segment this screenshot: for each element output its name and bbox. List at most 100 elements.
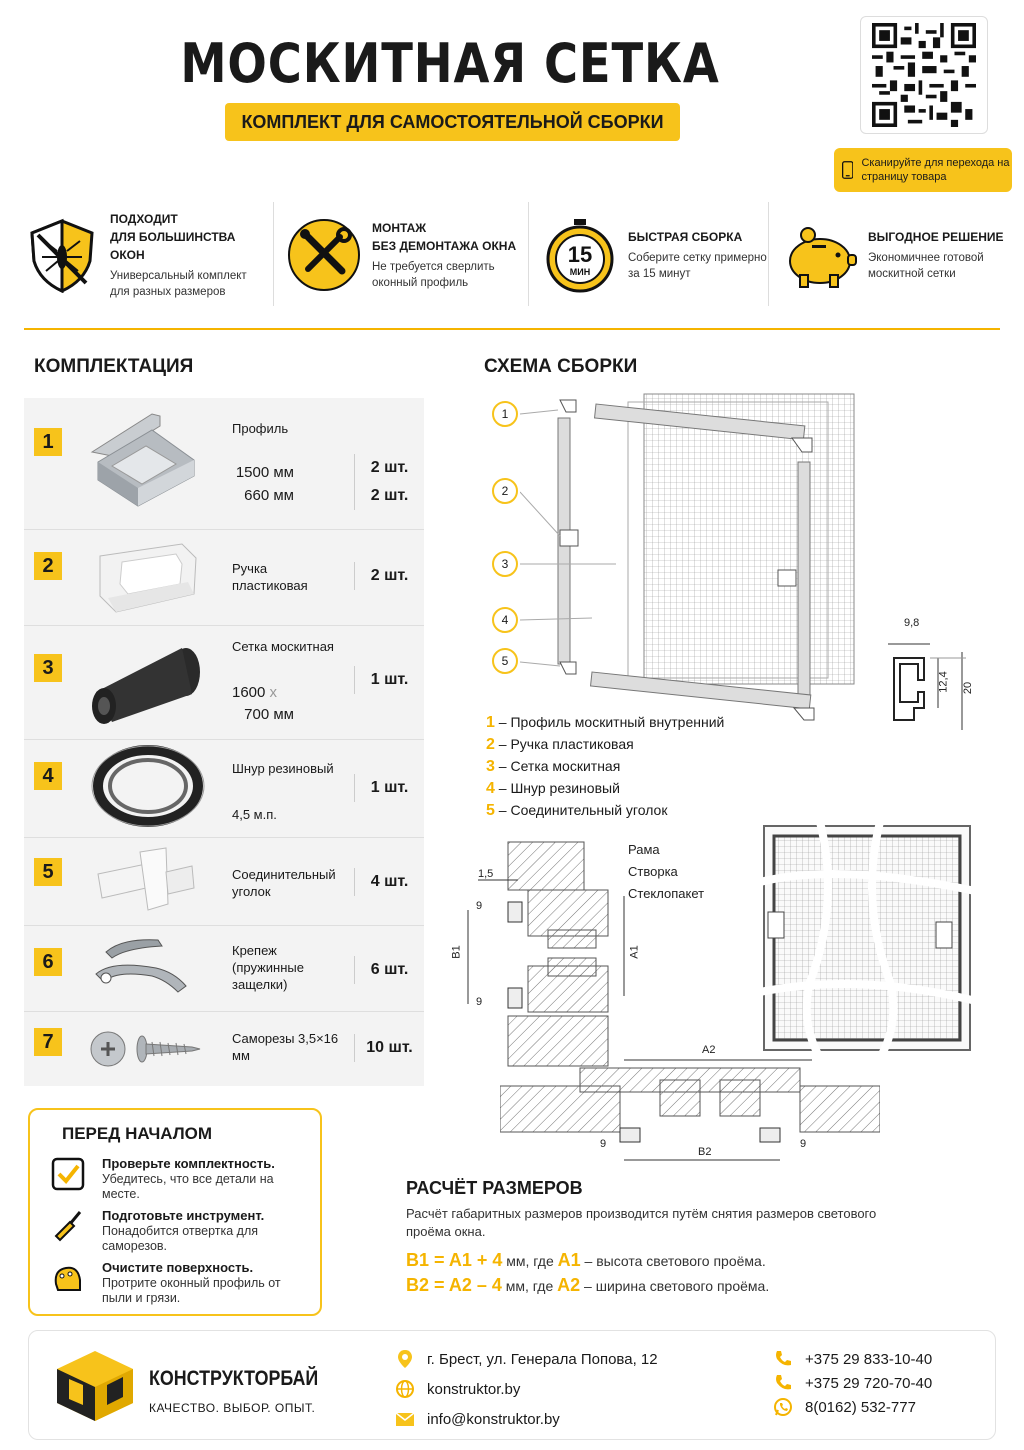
dim-label: B1 [450, 945, 463, 959]
feature-desc: москитной сетки [868, 268, 956, 280]
frame-label: Рама [628, 842, 660, 857]
footer: КОНСТРУКТОРБАЙ КАЧЕСТВО. ВЫБОР. ОПЫТ. г.… [28, 1330, 996, 1440]
mosquito-shield-icon [30, 218, 94, 293]
dim-label: A2 [702, 1044, 716, 1056]
dim-label: 9 [476, 900, 483, 912]
screwdriver-icon [54, 1211, 82, 1242]
legend-num: 2 [486, 736, 495, 753]
dim-label: 12,4 [937, 671, 950, 693]
scheme-marker: 1 [492, 401, 518, 427]
formula-expr: B2 = A2 – 4 [406, 1275, 502, 1295]
before-item: Проверьте комплектность.Убедитесь, что в… [50, 1156, 292, 1202]
feature-desc: Универсальный комплект [110, 270, 247, 282]
dim-label: 9 [476, 996, 483, 1008]
before-item: Очистите поверхность.Протрите оконный пр… [50, 1260, 292, 1306]
before-item-text: Протрите оконный профиль от пыли и грязи… [102, 1276, 281, 1305]
kit-name: Крепеж (пружинные защелки) [232, 943, 304, 992]
spring-latch-image [95, 939, 187, 993]
checkbox-icon [51, 1157, 85, 1191]
kit-size: 1600 [232, 684, 266, 701]
site-line[interactable]: konstruktor.by [395, 1379, 520, 1399]
section-divider [24, 328, 1000, 330]
kit-qty: 6 шт. [354, 956, 424, 984]
legend-text: – Соединительный уголок [498, 802, 668, 818]
kit-row: 6 Крепеж (пружинные защелки) 6 шт. [24, 926, 424, 1012]
legend-text: – Ручка пластиковая [498, 736, 634, 752]
kit-size: 660 мм [244, 487, 294, 504]
legend-item: 3 – Сетка москитная [486, 756, 620, 777]
piggy-bank-icon [789, 227, 857, 288]
phone-number[interactable]: 8(0162) 532-777 [805, 1398, 916, 1416]
divider [768, 202, 769, 306]
timer-value: 15 [568, 242, 592, 267]
glass-label: Стеклопакет [628, 886, 705, 901]
kit-row: 3 Сетка москитная 1600 x 700 мм 1 шт. [24, 626, 424, 740]
brand-name: КОНСТРУКТОРБАЙ [149, 1367, 319, 1390]
legend-item: 5 – Соединительный уголок [486, 800, 667, 821]
kit-name: Сетка москитная [232, 639, 334, 654]
legend-num: 1 [486, 714, 495, 731]
kit-row: 2 Ручка пластиковая 2 шт. [24, 530, 424, 626]
feature-desc: Не требуется сверлить [372, 261, 495, 273]
scan-hint: Сканируйте для перехода на страницу това… [834, 148, 1012, 192]
phone-line[interactable]: +375 29 720-70-40 [773, 1373, 932, 1393]
phone-number[interactable]: +375 29 720-70-40 [805, 1374, 933, 1392]
email-link[interactable]: info@konstruktor.by [427, 1410, 560, 1428]
feature-desc: Экономичнее готовой [868, 252, 984, 264]
kit-size-x: x [269, 684, 278, 701]
brand-slogan: КАЧЕСТВО. ВЫБОР. ОПЫТ. [149, 1401, 316, 1415]
divider [528, 202, 529, 306]
assembly-diagram [520, 393, 855, 721]
rubber-cord-image [91, 745, 205, 827]
kit-heading: КОМПЛЕКТАЦИЯ [34, 356, 194, 377]
handle-image [99, 543, 197, 613]
brand-logo [57, 1351, 133, 1421]
phone-line[interactable]: +375 29 833-10-40 [773, 1349, 932, 1369]
kit-qty: 1 шт. [354, 666, 424, 694]
kit-num: 2 [34, 552, 62, 580]
formula-b1: B1 = A1 + 4 мм, где A1 – высота световог… [406, 1250, 766, 1271]
phone-handset-icon [776, 1375, 791, 1390]
kit-num: 4 [34, 762, 62, 790]
envelope-icon [395, 1412, 415, 1426]
scheme-marker: 4 [492, 607, 518, 633]
feature-install: МОНТАЖ БЕЗ ДЕМОНТАЖА ОКНА Не требуется с… [286, 200, 526, 310]
kit-num: 3 [34, 654, 62, 682]
window-plan-diagram [500, 1059, 880, 1161]
legend-num: 3 [486, 758, 495, 775]
kit-row: 5 Соединительный уголок 4 шт. [24, 838, 424, 926]
kit-size: 4,5 м.п. [232, 807, 277, 822]
legend-item: 2 – Ручка пластиковая [486, 734, 634, 755]
formula-var: A2 [557, 1275, 581, 1295]
dim-label: 1,5 [478, 868, 494, 880]
feature-title: ДЛЯ БОЛЬШИНСТВА ОКОН [110, 230, 236, 262]
phone-line[interactable]: 8(0162) 532-777 [773, 1397, 916, 1417]
scheme-heading: СХЕМА СБОРКИ [484, 356, 638, 377]
phone-handset-icon [776, 1351, 791, 1366]
timer-unit: МИН [570, 267, 590, 277]
kit-size-line: 1600 x [232, 682, 332, 704]
email-line[interactable]: info@konstruktor.by [395, 1409, 560, 1429]
sash-label: Створка [628, 864, 678, 879]
dim-label: 9 [600, 1138, 607, 1150]
feature-title: ВЫГОДНОЕ РЕШЕНИЕ [868, 230, 1004, 244]
phone-number[interactable]: +375 29 833-10-40 [805, 1350, 933, 1368]
profile-image [90, 413, 195, 507]
kit-num: 1 [34, 428, 62, 456]
kit-name: Соединительный уголок [232, 867, 336, 899]
kit-name: Ручка пластиковая [232, 561, 308, 593]
qr-code-icon [872, 23, 976, 127]
feature-savings: ВЫГОДНОЕ РЕШЕНИЕ Экономичнее готовой моск… [782, 200, 1012, 310]
formula-expr: B1 = A1 + 4 [406, 1250, 503, 1270]
cleaning-icon [54, 1266, 81, 1291]
before-item-title: Проверьте комплектность. [102, 1156, 275, 1171]
qr-code[interactable] [860, 16, 988, 134]
page-subtitle: КОМПЛЕКТ ДЛЯ САМОСТОЯТЕЛЬНОЙ СБОРКИ [225, 103, 680, 141]
legend-text: – Профиль москитный внутренний [498, 714, 725, 730]
before-item-title: Очистите поверхность. [102, 1260, 254, 1275]
before-item: Подготовьте инструмент.Понадобится отвер… [50, 1208, 292, 1254]
site-link[interactable]: konstruktor.by [427, 1380, 521, 1398]
kit-name: Шнур резиновый [232, 761, 334, 776]
scheme-marker: 5 [492, 648, 518, 674]
formula-text: мм, где [502, 1253, 558, 1269]
